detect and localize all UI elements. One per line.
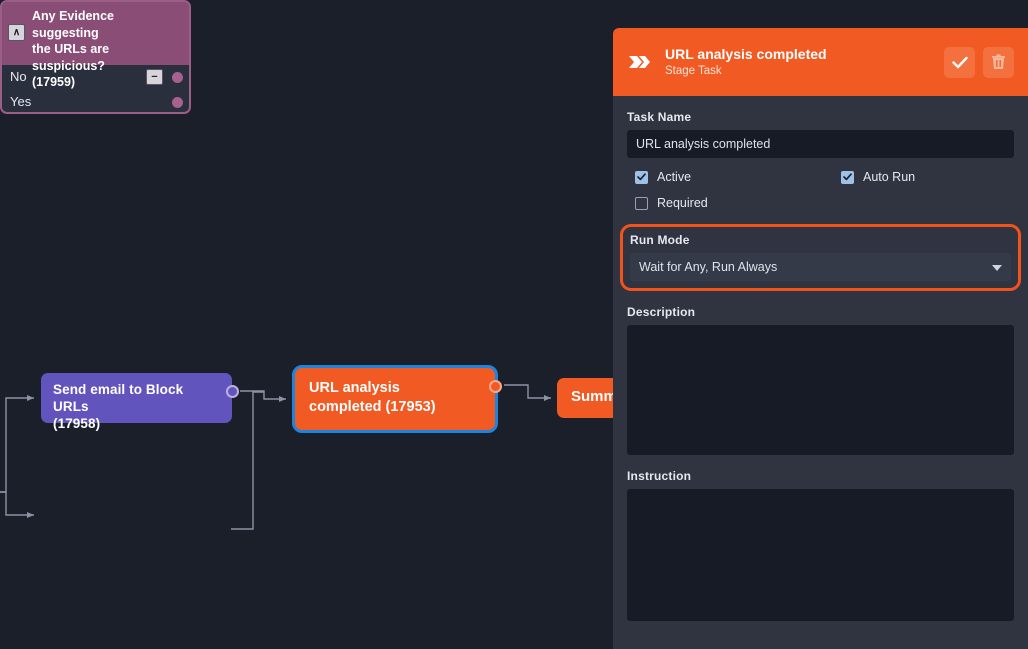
node-label-line2: completed (17953) bbox=[309, 399, 436, 415]
chevron-down-icon[interactable] bbox=[992, 265, 1002, 271]
node-label-line1: Any Evidence suggesting bbox=[32, 9, 114, 40]
checkbox-row-2: Required bbox=[627, 196, 1014, 210]
send-email-node[interactable]: Send email to Block URLs (17958) bbox=[41, 373, 239, 431]
checkbox-row-1: Active Auto Run bbox=[627, 170, 1014, 184]
branch-row-yes[interactable]: Yes bbox=[2, 90, 189, 112]
node-label-line2: the URLs are suspicious? bbox=[32, 42, 110, 73]
node-output-port[interactable] bbox=[226, 385, 239, 398]
panel-header-text: URL analysis completed Stage Task bbox=[659, 45, 936, 79]
checkbox-checked-icon[interactable] bbox=[635, 170, 648, 184]
checkbox-unchecked-icon[interactable] bbox=[635, 196, 648, 210]
instruction-label: Instruction bbox=[627, 469, 692, 483]
summary-node[interactable]: Summ bbox=[557, 378, 613, 418]
checkbox-label: Active bbox=[657, 170, 692, 184]
checkbox-label: Required bbox=[657, 196, 708, 210]
branch-label: Yes bbox=[10, 94, 32, 109]
branch-row-no[interactable]: No − bbox=[2, 65, 189, 90]
node-label-line1: URL analysis bbox=[309, 380, 400, 396]
panel-body: Task Name Active Auto Run bbox=[613, 96, 1028, 621]
workflow-canvas[interactable]: Send email to Block URLs (17958) URL ana… bbox=[0, 0, 613, 649]
panel-subtitle: Stage Task bbox=[665, 65, 722, 77]
instruction-textarea[interactable] bbox=[627, 489, 1014, 621]
checkbox-label: Auto Run bbox=[863, 170, 916, 184]
active-checkbox[interactable]: Active bbox=[635, 170, 841, 184]
node-label-line2: (17958) bbox=[53, 416, 101, 431]
node-output-port[interactable] bbox=[489, 380, 502, 393]
branch-label: No bbox=[10, 69, 27, 84]
node-label-line1: Send email to Block URLs bbox=[53, 382, 184, 414]
delete-button[interactable] bbox=[983, 46, 1014, 78]
task-name-label: Task Name bbox=[627, 110, 692, 124]
fast-forward-icon bbox=[629, 55, 659, 69]
url-analysis-node[interactable]: URL analysis completed (17953) bbox=[292, 365, 502, 433]
run-mode-group-highlight: Run Mode Wait for Any, Run Always bbox=[620, 224, 1021, 291]
description-label: Description bbox=[627, 305, 696, 319]
description-textarea[interactable] bbox=[627, 325, 1014, 455]
run-mode-value: Wait for Any, Run Always bbox=[639, 260, 778, 274]
checkbox-checked-icon[interactable] bbox=[841, 170, 854, 184]
panel-header: URL analysis completed Stage Task bbox=[613, 28, 1028, 96]
evidence-decision-node[interactable]: ∧ Any Evidence suggesting the URLs are s… bbox=[0, 0, 191, 114]
required-checkbox[interactable]: Required bbox=[635, 196, 841, 210]
confirm-button[interactable] bbox=[944, 46, 975, 78]
node-label-line3: (17959) bbox=[32, 75, 76, 89]
task-name-input[interactable] bbox=[627, 130, 1014, 158]
branch-output-port[interactable] bbox=[172, 72, 183, 83]
task-properties-panel: URL analysis completed Stage Task Tas bbox=[613, 28, 1028, 649]
collapse-chevron-up-icon[interactable]: ∧ bbox=[8, 24, 25, 41]
branch-output-port[interactable] bbox=[172, 97, 183, 108]
auto-run-checkbox[interactable]: Auto Run bbox=[841, 170, 915, 184]
panel-title: URL analysis completed bbox=[665, 46, 827, 62]
run-mode-select[interactable]: Wait for Any, Run Always bbox=[630, 253, 1011, 281]
run-mode-label: Run Mode bbox=[630, 233, 690, 247]
minus-icon[interactable]: − bbox=[146, 69, 163, 85]
decision-header: ∧ Any Evidence suggesting the URLs are s… bbox=[2, 2, 189, 89]
